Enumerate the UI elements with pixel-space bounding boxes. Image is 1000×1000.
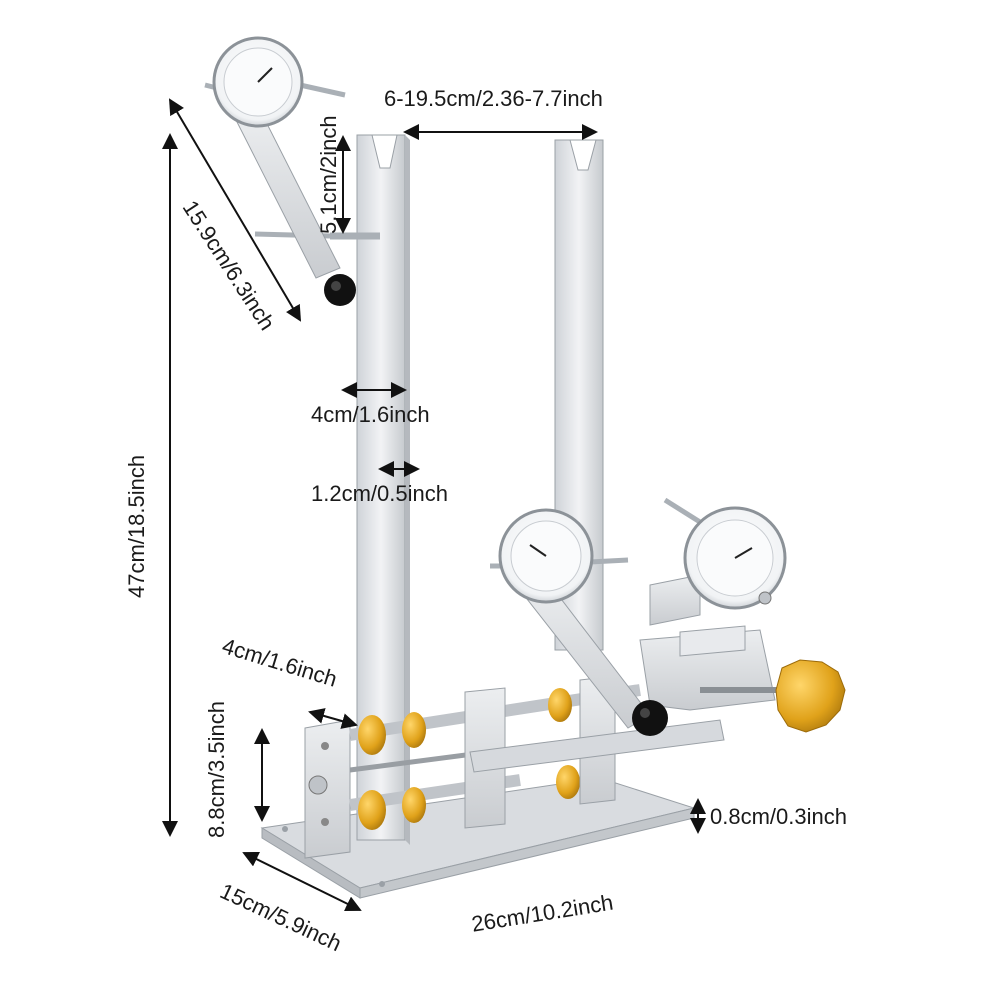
gap-dimension-label: 6-19.5cm/2.36-7.7inch [384,86,603,111]
knob-icon[interactable] [632,700,668,736]
adjuster-knob-icon[interactable] [775,659,846,733]
knob-icon[interactable] [324,274,356,306]
left-upright [356,134,410,845]
caliper-assembly [304,497,846,859]
block-height-dimension-label: 8.8cm/3.5inch [204,701,229,838]
upright-thickness-dimension-label: 1.2cm/0.5inch [311,481,448,506]
upright-width-dimension-label: 4cm/1.6inch [311,402,430,427]
base-thickness-dimension-label: 0.8cm/0.3inch [710,804,847,829]
upright-height-dimension-label: 5.1cm/2inch [316,115,341,234]
bushing-icon [358,688,580,830]
dimension-lines [162,98,706,912]
total-height-dimension-label: 47cm/18.5inch [124,454,149,598]
